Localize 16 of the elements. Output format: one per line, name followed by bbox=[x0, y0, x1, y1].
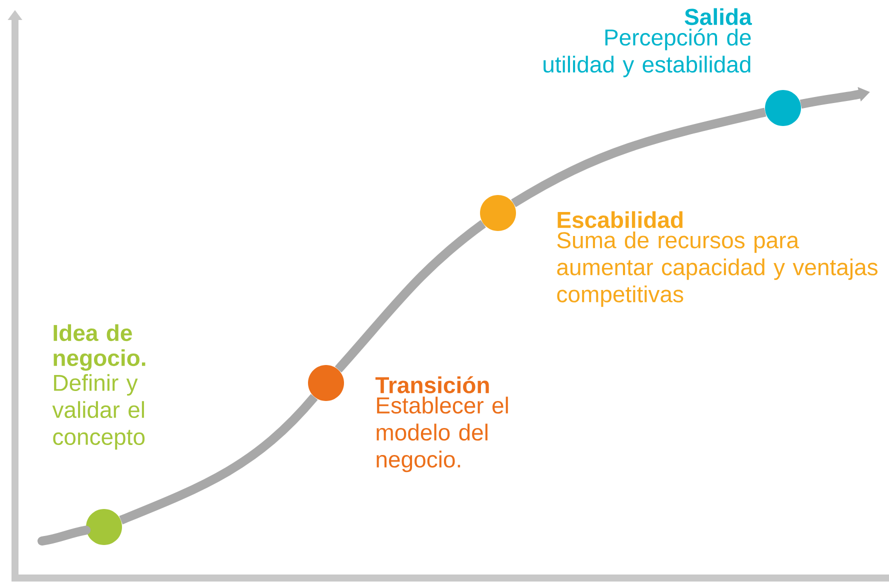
stage-heading: Escabilidad bbox=[558, 211, 683, 228]
stage-description: Percepción de utilidad y estabilidad bbox=[544, 28, 751, 78]
curve-line bbox=[38, 526, 91, 546]
stage-heading: Transición bbox=[375, 376, 489, 394]
stage-heading: Idea de negocio. bbox=[54, 324, 146, 371]
stage-dot bbox=[765, 90, 801, 126]
stage-description: Definir y validar el concepto bbox=[52, 374, 145, 450]
stage-dot bbox=[480, 195, 516, 231]
stage-heading: Salida bbox=[684, 8, 752, 26]
stage-dot bbox=[308, 365, 344, 401]
curve-line bbox=[334, 220, 486, 372]
curve-line bbox=[511, 108, 766, 208]
stage-dot bbox=[86, 509, 122, 545]
stage-description: Suma de recursos para aumentar capacidad y ventajas competitivas bbox=[557, 231, 878, 307]
stage-description: Establecer el modelo del negocio. bbox=[376, 396, 508, 472]
curve-line bbox=[119, 394, 318, 524]
